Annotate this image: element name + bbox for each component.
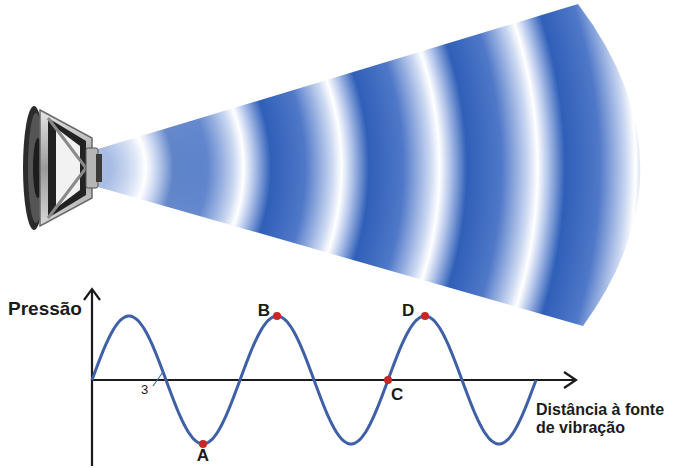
speaker-symbol xyxy=(23,106,102,230)
axis-label: Distância à fonte de vibração xyxy=(536,401,680,438)
axis-label: Pressão xyxy=(8,298,82,320)
point-label: C xyxy=(391,385,403,405)
wave-fade xyxy=(95,4,640,326)
leader-line xyxy=(153,372,163,386)
point-label: B xyxy=(258,301,270,321)
point-label: D xyxy=(402,301,414,321)
wave-fronts xyxy=(95,4,640,326)
pressure-curve xyxy=(92,316,536,444)
curve-points xyxy=(199,312,429,448)
callout-number: 3 xyxy=(141,383,148,398)
point-label: A xyxy=(197,446,209,466)
graph-axes xyxy=(84,289,576,466)
